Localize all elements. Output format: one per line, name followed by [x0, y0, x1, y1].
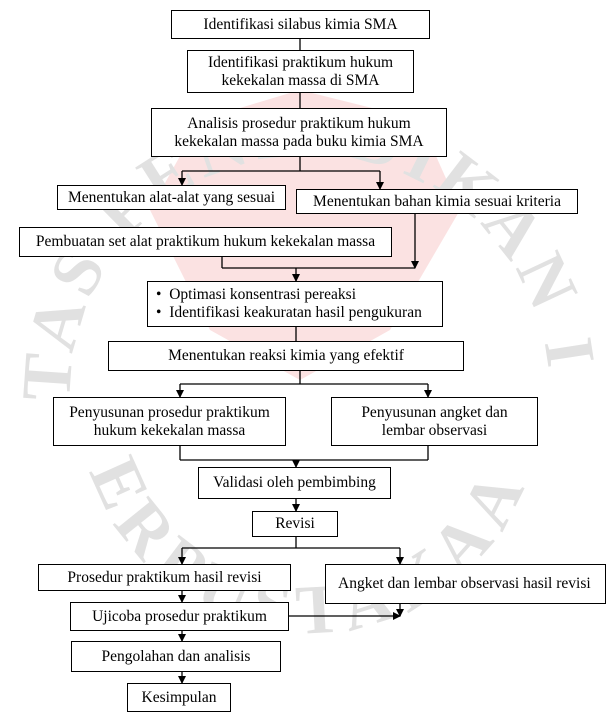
step-menentukan-bahan: Menentukan bahan kimia sesuai kriteria	[296, 189, 578, 214]
step-penyusunan-prosedur: Penyusunan prosedur praktikum hukum keke…	[53, 397, 286, 446]
step-optimasi: Optimasi konsentrasi pereaksi Identifika…	[147, 281, 443, 327]
step-ujicoba: Ujicoba prosedur praktikum	[70, 602, 289, 631]
connectors	[176, 38, 432, 684]
step-revisi-label: Revisi	[275, 515, 315, 532]
step-prosedur-hasil-revisi: Prosedur praktikum hasil revisi	[38, 564, 291, 591]
step-analisis-prosedur-line1: Analisis prosedur praktikum hukum	[187, 114, 411, 132]
step-identifikasi-praktikum-line1: Identifikasi praktikum hukum	[207, 53, 394, 71]
step-pembuatan-set-alat-label: Pembuatan set alat praktikum hukum kekek…	[35, 233, 376, 250]
step-analisis-prosedur: Analisis prosedur praktikum hukum kekeka…	[151, 108, 447, 157]
step-pembuatan-set-alat: Pembuatan set alat praktikum hukum kekek…	[19, 227, 392, 257]
step-validasi: Validasi oleh pembimbing	[198, 467, 391, 499]
step-penyusunan-angket-line2: lembar observasi	[381, 421, 488, 439]
step-identifikasi-silabus-label: Identifikasi silabus kimia SMA	[203, 15, 398, 33]
step-menentukan-reaksi: Menentukan reaksi kimia yang efektif	[108, 341, 464, 371]
step-angket-hasil-revisi-label: Angket dan lembar observasi hasil revisi	[338, 575, 591, 592]
step-optimasi-item-2: Identifikasi keakuratan hasil pengukuran	[156, 304, 422, 322]
step-identifikasi-praktikum: Identifikasi praktikum hukum kekekalan m…	[187, 50, 414, 93]
step-penyusunan-prosedur-line2: hukum kekekalan massa	[93, 421, 246, 439]
step-pengolahan: Pengolahan dan analisis	[71, 641, 281, 672]
step-identifikasi-praktikum-line2: kekekalan massa di SMA	[221, 71, 380, 89]
step-revisi: Revisi	[252, 511, 338, 537]
step-analisis-prosedur-line2: kekekalan massa pada buku kimia SMA	[174, 132, 424, 150]
step-pengolahan-label: Pengolahan dan analisis	[101, 647, 251, 665]
step-menentukan-reaksi-label: Menentukan reaksi kimia yang efektif	[168, 347, 404, 364]
step-identifikasi-silabus: Identifikasi silabus kimia SMA	[171, 10, 430, 39]
step-kesimpulan-label: Kesimpulan	[141, 688, 217, 706]
step-ujicoba-label: Ujicoba prosedur praktikum	[92, 607, 267, 625]
step-optimasi-item-1: Optimasi konsentrasi pereaksi	[156, 286, 356, 304]
step-menentukan-alat-label: Menentukan alat-alat yang sesuai	[67, 188, 276, 206]
step-kesimpulan: Kesimpulan	[127, 683, 231, 712]
step-penyusunan-angket: Penyusunan angket dan lembar observasi	[331, 397, 538, 446]
step-menentukan-alat: Menentukan alat-alat yang sesuai	[57, 185, 286, 210]
step-validasi-label: Validasi oleh pembimbing	[213, 474, 376, 491]
step-penyusunan-prosedur-line1: Penyusunan prosedur praktikum	[69, 403, 270, 421]
step-angket-hasil-revisi: Angket dan lembar observasi hasil revisi	[325, 564, 606, 604]
step-menentukan-bahan-label: Menentukan bahan kimia sesuai kriteria	[313, 192, 561, 210]
step-prosedur-hasil-revisi-label: Prosedur praktikum hasil revisi	[67, 568, 262, 586]
step-penyusunan-angket-line1: Penyusunan angket dan	[361, 403, 508, 421]
